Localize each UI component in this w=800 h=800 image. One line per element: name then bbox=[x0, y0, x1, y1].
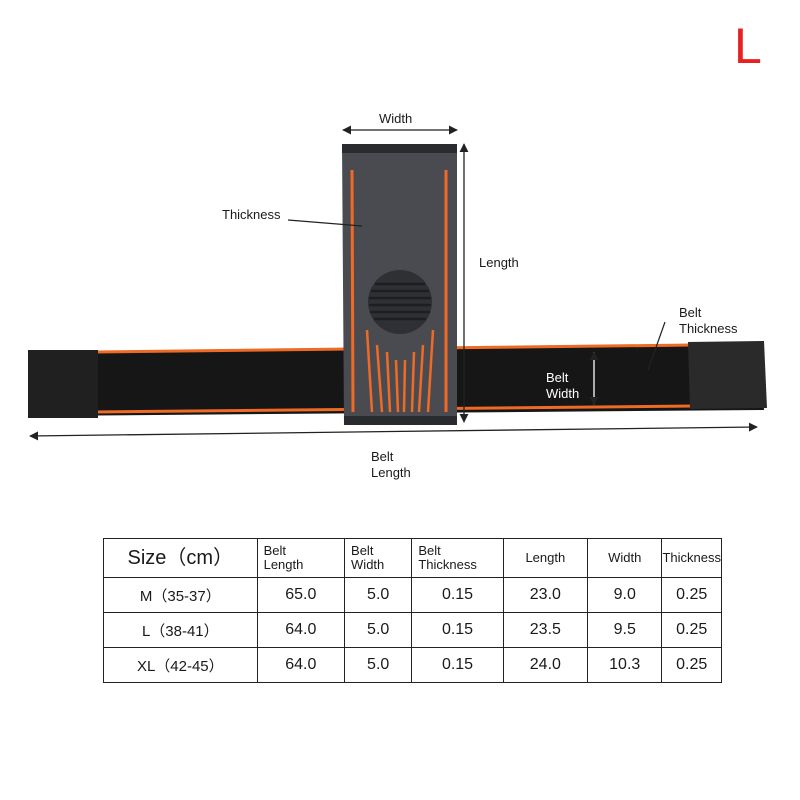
table-cell: 23.0 bbox=[502, 577, 588, 613]
table-cell: 23.5 bbox=[502, 612, 588, 648]
belt-width-label-line1: Belt bbox=[546, 370, 569, 385]
table-cell: 10.3 bbox=[586, 647, 663, 683]
belt-width-label-line2: Width bbox=[546, 386, 580, 401]
table-cell: 5.0 bbox=[344, 612, 413, 648]
thickness-label: Thickness bbox=[222, 207, 281, 222]
header-size: Size（cm） bbox=[103, 538, 258, 578]
table-row: XL（42-45） 64.0 5.0 0.15 24.0 10.3 0.25 bbox=[103, 647, 722, 683]
knee-pad bbox=[368, 270, 432, 334]
table-cell: XL（42-45） bbox=[103, 647, 258, 683]
table-cell: 64.0 bbox=[256, 647, 346, 683]
table-cell: 0.25 bbox=[661, 577, 722, 613]
belt-thickness-label-line2: Thickness bbox=[679, 321, 738, 336]
table-cell: 24.0 bbox=[502, 647, 588, 683]
header-length: Length bbox=[502, 538, 588, 578]
belt-length-label-line2: Length bbox=[371, 465, 411, 480]
belt-length-label-line1: Belt bbox=[371, 449, 394, 464]
product-diagram bbox=[28, 125, 767, 441]
table-cell: 64.0 bbox=[256, 612, 346, 648]
table-cell: 0.15 bbox=[411, 612, 504, 648]
belt-thickness-label-line1: Belt bbox=[679, 305, 702, 320]
size-badge: L bbox=[734, 18, 762, 74]
sleeve-body bbox=[342, 144, 457, 425]
table-cell: 5.0 bbox=[344, 577, 413, 613]
header-thickness: Thickness bbox=[661, 538, 722, 578]
belt-thickness-label: Belt Thickness bbox=[679, 305, 738, 337]
table-row: L（38-41） 64.0 5.0 0.15 23.5 9.5 0.25 bbox=[103, 612, 722, 648]
thickness-leader-line bbox=[287, 219, 363, 227]
table-cell: 65.0 bbox=[256, 577, 346, 613]
table-cell: 0.25 bbox=[661, 647, 722, 683]
table-row: M（35-37） 65.0 5.0 0.15 23.0 9.0 0.25 bbox=[103, 577, 722, 613]
table-cell: 5.0 bbox=[344, 647, 413, 683]
belt-length-label: Belt Length bbox=[371, 449, 411, 481]
table-cell: L（38-41） bbox=[103, 612, 258, 648]
length-label: Length bbox=[479, 255, 519, 270]
belt-length-dimension-line bbox=[29, 422, 758, 441]
table-cell: 9.5 bbox=[586, 612, 663, 648]
velcro-tab bbox=[688, 341, 767, 409]
table-cell: 0.15 bbox=[411, 577, 504, 613]
table-cell: M（35-37） bbox=[103, 577, 258, 613]
table-cell: 0.25 bbox=[661, 612, 722, 648]
header-width: Width bbox=[586, 538, 663, 578]
belt-width-label: Belt Width bbox=[546, 370, 579, 402]
width-label: Width bbox=[379, 111, 413, 126]
belt-thickness-leader-line bbox=[647, 321, 666, 371]
table-cell: 9.0 bbox=[586, 577, 663, 613]
table-cell: 0.15 bbox=[411, 647, 504, 683]
